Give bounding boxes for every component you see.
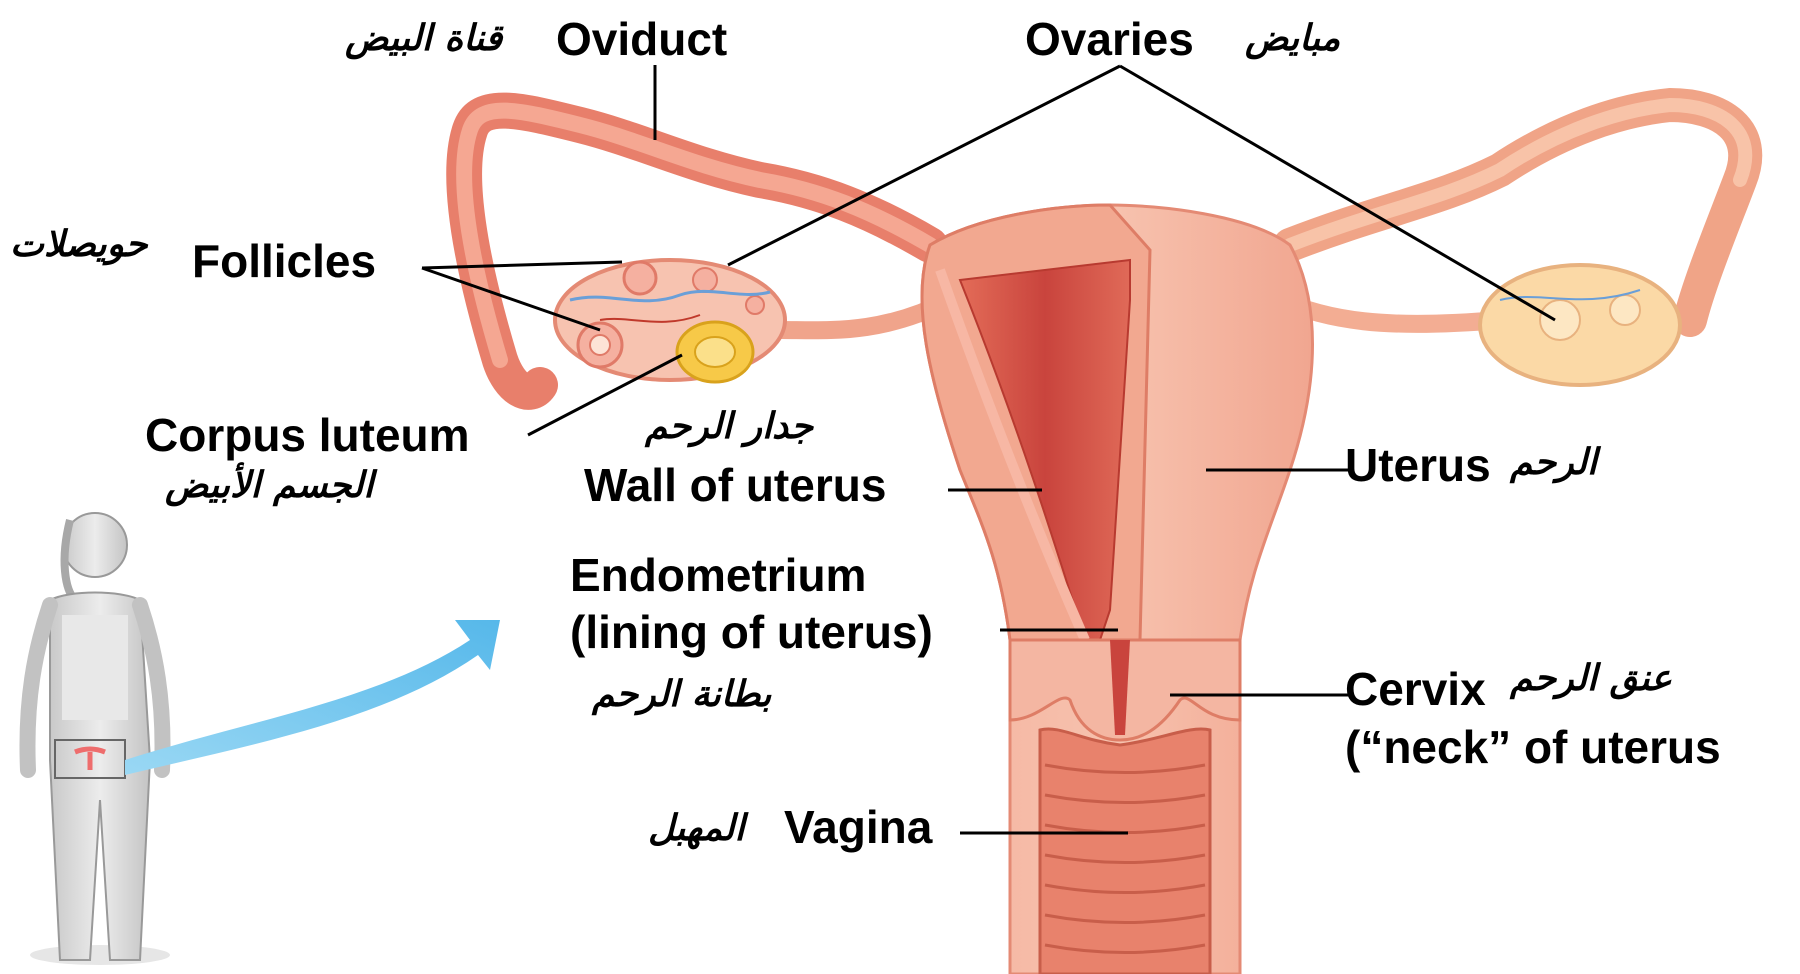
vagina-arabic-label: المهبل: [648, 808, 745, 849]
follicles-arabic-label: حويصلات: [10, 224, 147, 265]
cervix-sub-label: (“neck” of uterus: [1345, 722, 1721, 774]
right-ovarian-ligament: [1280, 300, 1500, 324]
cervix-label: Cervix: [1345, 664, 1486, 716]
uterus-arabic-label: الرحم: [1510, 442, 1597, 483]
follicle-icon: [590, 335, 610, 355]
wall-of-uterus-label: Wall of uterus: [584, 460, 886, 512]
endometrium-sub-label: (lining of uterus): [570, 607, 933, 659]
oviduct-arabic-label: قناة البيض: [345, 18, 502, 59]
follicle-icon: [746, 296, 764, 314]
female-body-figure-icon: [27, 513, 170, 965]
uterus-label: Uterus: [1345, 440, 1491, 492]
vagina-label: Vagina: [784, 802, 932, 854]
corpus-luteum-label: Corpus luteum: [145, 410, 470, 462]
ovaries-label: Ovaries: [1025, 14, 1194, 66]
endometrium-arabic-label: بطانة الرحم: [592, 674, 771, 715]
follicles-label: Follicles: [192, 236, 376, 288]
ovaries-arabic-label: مبايض: [1245, 18, 1340, 59]
wall-of-uterus-arabic-label: جدار الرحم: [645, 406, 813, 447]
left-ovary: [555, 260, 785, 382]
corpus-luteum-arabic-label: الجسم الأبيض: [165, 465, 373, 506]
follicle-icon: [693, 268, 717, 292]
cervix-arabic-label: عنق الرحم: [1510, 658, 1672, 699]
vagina-canal: [1040, 729, 1210, 974]
right-ovary: [1480, 265, 1680, 385]
follicle-icon: [624, 262, 656, 294]
location-arrow-icon: [125, 620, 500, 775]
oviduct-label: Oviduct: [556, 14, 727, 66]
endometrium-label: Endometrium: [570, 550, 866, 602]
